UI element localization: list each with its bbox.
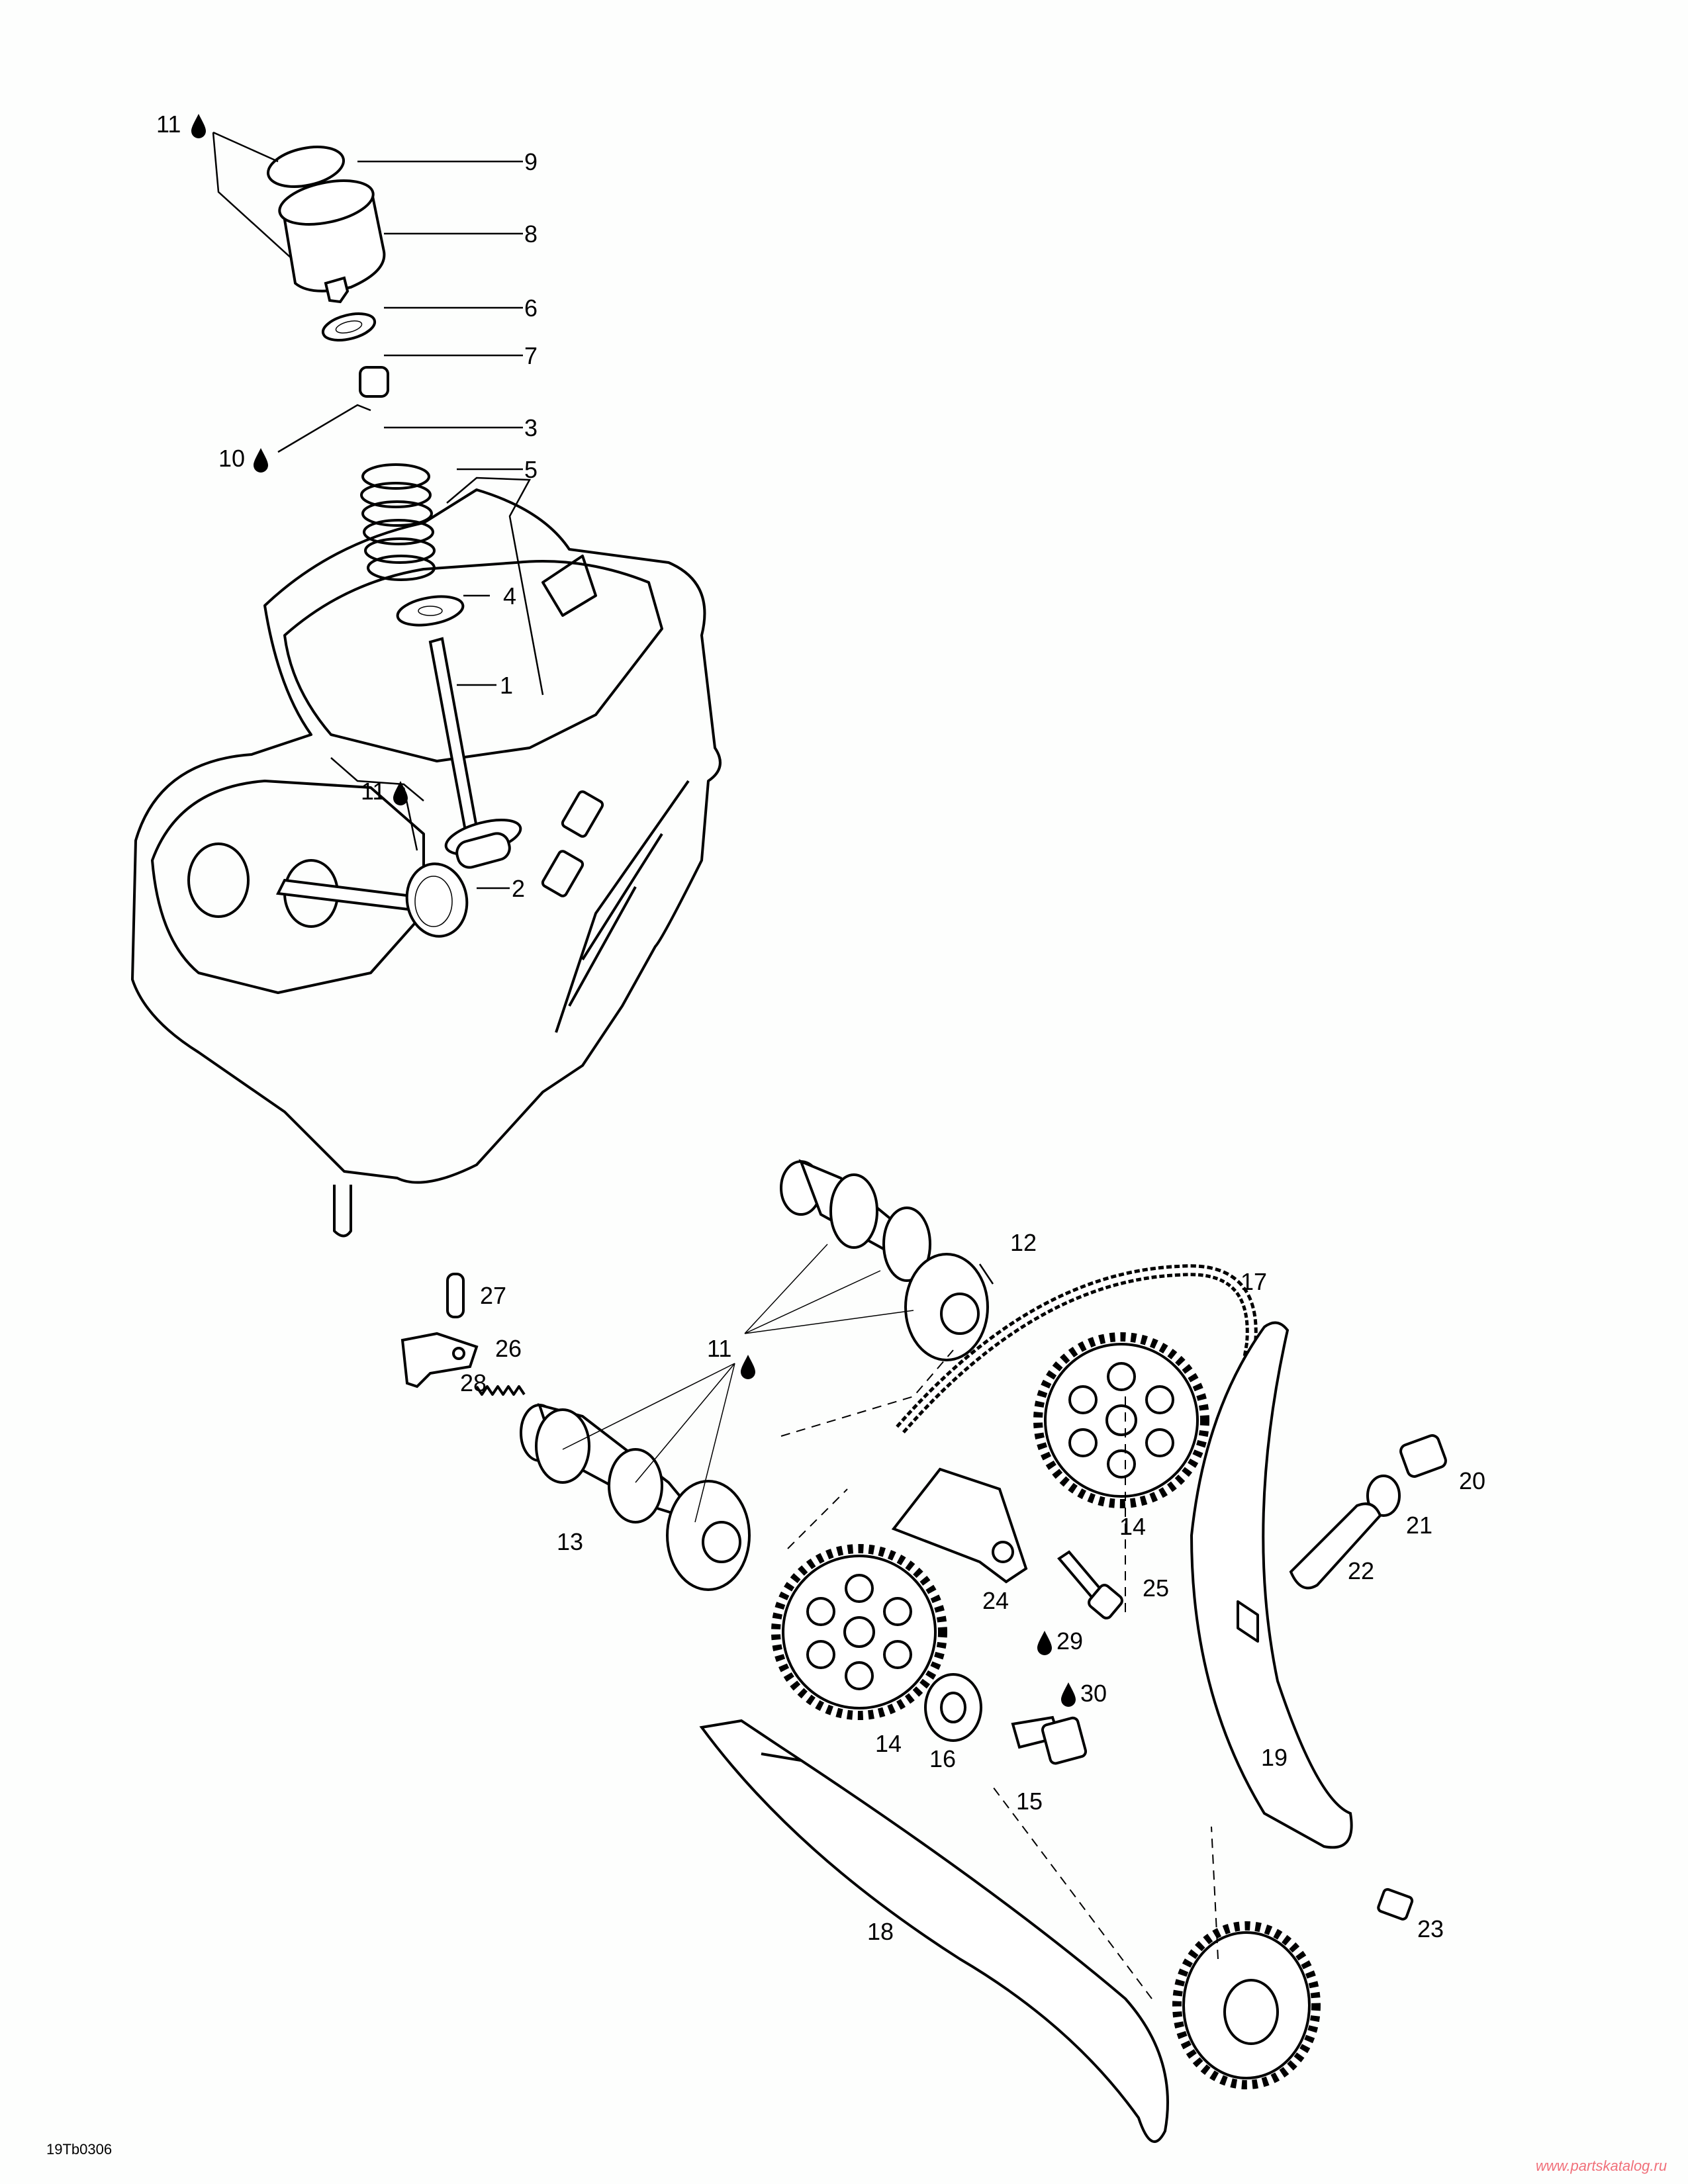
spring [475,1385,526,1396]
chain-guide [891,1467,1028,1584]
callout-1: 1 [500,672,513,699]
intake-camshaft [520,1403,751,1591]
oil-drop-icon [741,1355,755,1379]
callout-30: 30 [1080,1680,1107,1707]
camshaft-sprocket-lower [771,1544,947,1720]
spring-retainer [321,312,377,341]
oil-drop-icon [191,114,206,138]
timing-chain [896,1264,1258,1433]
callout-16: 16 [929,1745,956,1772]
cam-sensor-bracket [400,1332,479,1388]
tensioner-guide [1190,1321,1353,1849]
valve-tappet-shim [266,146,346,188]
valve-stem-seal [359,366,389,398]
callout-10: 10 [218,445,245,472]
oil-drop-icon [1061,1682,1076,1707]
leader-lines-bottom [562,1244,994,1523]
callout-18: 18 [867,1918,894,1945]
spring-seat [396,595,465,627]
oil-drop-icon [254,448,268,473]
callout-8: 8 [524,220,538,248]
callout-14: 14 [875,1730,902,1757]
camshaft-sprocket-upper [1033,1332,1209,1508]
callout-19: 19 [1261,1744,1288,1771]
drawing-code: 19Tb0306 [46,2141,112,2158]
oil-drop-icon [1037,1631,1052,1655]
callout-7: 7 [524,342,538,369]
chain-tensioner [1289,1502,1382,1590]
callout-6: 6 [524,295,538,322]
callout-11: 11 [361,778,385,805]
callout-5: 5 [524,456,538,483]
valve-tappet [278,179,386,293]
o-ring [1366,1475,1401,1517]
leader-lines-top [212,131,544,889]
callout-20: 20 [1459,1467,1485,1494]
washer [924,1673,982,1742]
callout-11: 11 [707,1335,731,1362]
callout-3: 3 [524,414,538,441]
callout-25: 25 [1143,1574,1169,1602]
sprocket-bolt [1011,1715,1088,1765]
cam-pin [446,1273,465,1318]
tensioner-plug [1399,1434,1447,1478]
fixed-chain-guide [699,1719,1169,2143]
callout-17: 17 [1241,1268,1267,1295]
callout-4: 4 [503,582,516,610]
callout-13: 13 [557,1528,583,1555]
callout-26: 26 [495,1335,522,1362]
callout-27: 27 [480,1282,506,1309]
callout-24: 24 [982,1587,1009,1614]
callout-14: 14 [1119,1513,1146,1540]
callout-15: 15 [1016,1788,1043,1815]
callout-22: 22 [1348,1557,1374,1584]
exhaust-valve [428,637,522,869]
callout-2: 2 [512,875,525,902]
guide-bolt [1057,1550,1123,1619]
exhaust-camshaft [780,1159,989,1361]
callout-9: 9 [524,148,538,175]
callout-21: 21 [1406,1512,1432,1539]
pivot-bolt [1377,1888,1414,1921]
callout-11: 11 [156,111,181,138]
callouts: 11 9 8 6 7 3 10 5 4 1 11 2 12 17 27 26 1… [156,111,1485,1945]
callout-29: 29 [1056,1627,1083,1655]
intake-valve [275,862,469,938]
callout-12: 12 [1010,1229,1037,1256]
watermark: www.partskatalog.ru [1536,2158,1667,2174]
cylinder-head [131,488,722,1238]
callout-23: 23 [1417,1915,1444,1942]
callout-28: 28 [460,1369,487,1396]
valve-cotter [324,276,350,304]
valve-spring [360,463,436,581]
dashed-assembly-lines [780,1349,1219,1999]
crankshaft-gear [1172,1921,1321,2089]
oil-drop-icon [393,781,408,805]
